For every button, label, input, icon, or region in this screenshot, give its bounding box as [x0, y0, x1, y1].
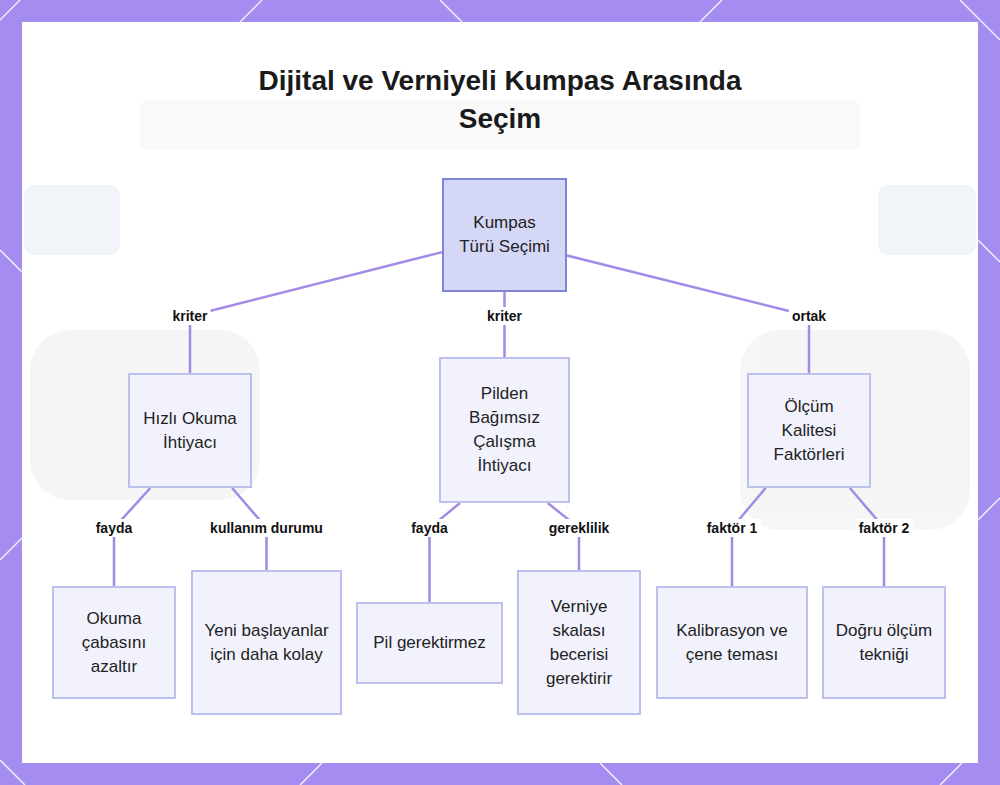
connector — [190, 252, 442, 373]
process-box: Verniye skalası becerisi gerektirir — [517, 570, 641, 715]
node-text: Ölçüm Kalitesi Faktörleri — [759, 395, 859, 467]
process-box: Okuma çabasını azaltır — [52, 586, 176, 699]
connector — [430, 503, 460, 602]
node-text: Kalibrasyon ve çene teması — [668, 619, 796, 667]
node-text: Pil gerektirmez — [373, 631, 485, 655]
node-text: Doğru ölçüm tekniği — [834, 619, 934, 667]
edge-label: faktör 2 — [856, 519, 913, 537]
connector — [567, 256, 809, 373]
edge-label: gereklilik — [546, 519, 613, 537]
edge-label: faktör 1 — [704, 519, 761, 537]
edge-label: ortak — [789, 307, 829, 325]
process-box: Yeni başlayanlar için daha kolay — [191, 570, 342, 715]
node-text: Hızlı Okuma İhtiyacı — [140, 407, 240, 455]
process-box: Pil gerektirmez — [356, 602, 503, 684]
edge-label: kriter — [169, 307, 210, 325]
connector — [732, 488, 766, 586]
node-text: Verniye skalası becerisi gerektirir — [529, 595, 629, 691]
connector — [114, 488, 150, 586]
edge-label: fayda — [93, 519, 136, 537]
edge-label: kullanım durumu — [207, 519, 326, 537]
connector — [850, 488, 884, 586]
process-box: Kalibrasyon ve çene teması — [656, 586, 808, 699]
node-text: Yeni başlayanlar için daha kolay — [203, 619, 330, 667]
edge-label: fayda — [408, 519, 451, 537]
process-box: Doğru ölçüm tekniği — [822, 586, 946, 699]
root-box: Kumpas Türü Seçimi — [442, 178, 567, 292]
node-text: Kumpas Türü Seçimi — [454, 211, 555, 259]
process-box: Hızlı Okuma İhtiyacı — [128, 373, 252, 488]
node-text: Pilden Bağımsız Çalışma İhtiyacı — [451, 382, 558, 478]
node-text: Okuma çabasını azaltır — [64, 607, 164, 679]
process-box: Ölçüm Kalitesi Faktörleri — [747, 373, 871, 488]
diagram-title: Dijital ve Verniyeli Kumpas Arasında Seç… — [220, 62, 780, 138]
edge-label: kriter — [484, 307, 525, 325]
process-box: Pilden Bağımsız Çalışma İhtiyacı — [439, 357, 570, 503]
